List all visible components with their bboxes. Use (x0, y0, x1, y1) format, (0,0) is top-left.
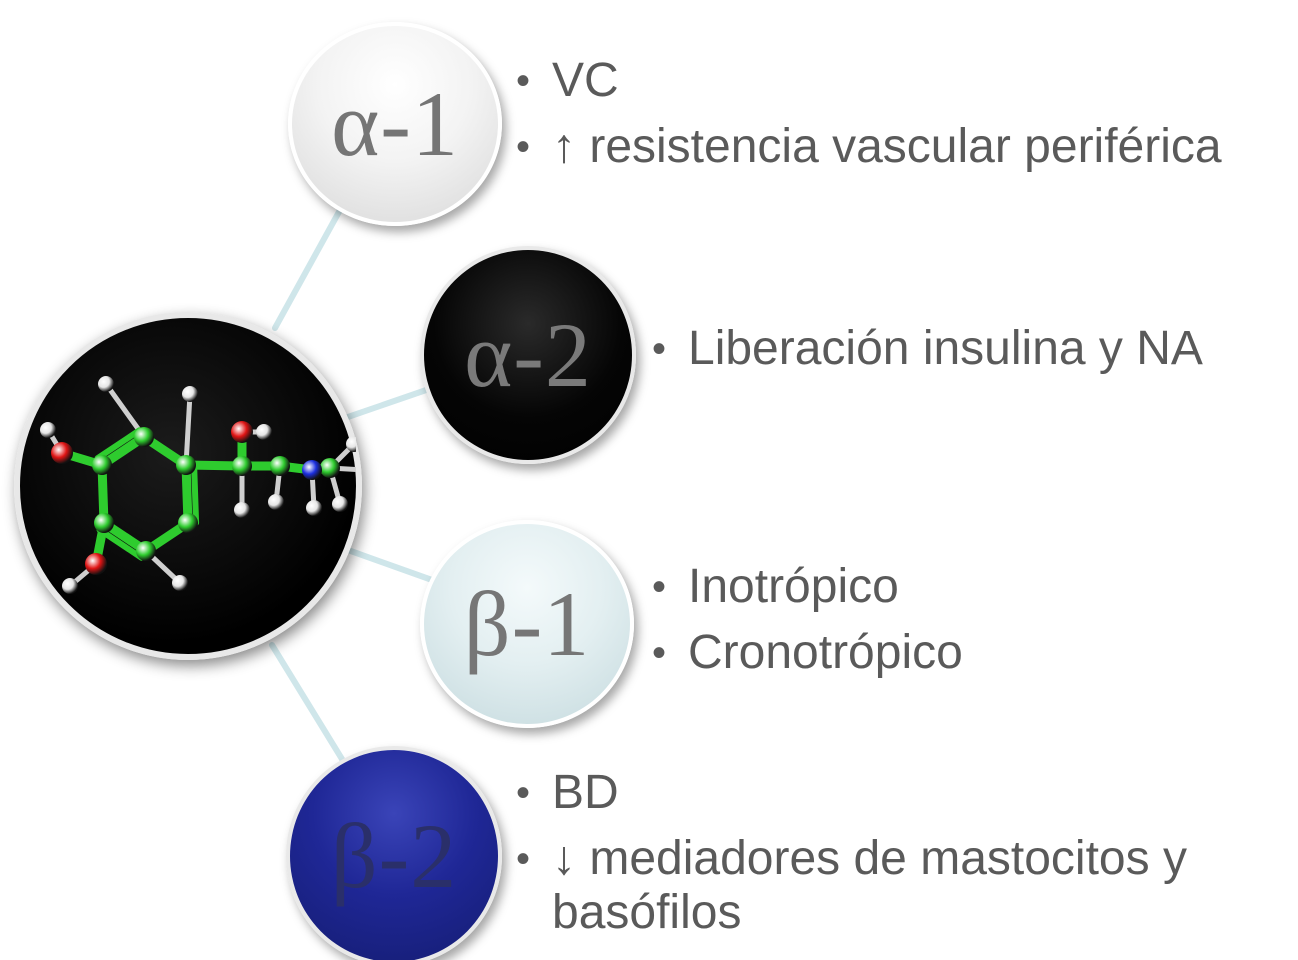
hydrogen-atom (234, 502, 250, 518)
hydrogen-atom (182, 386, 198, 402)
effect-item: Inotrópico (652, 560, 1292, 614)
hydrogen-atom (346, 436, 356, 452)
carbon-atom (232, 456, 252, 476)
molecule-bond (191, 461, 200, 526)
oxygen-atom (51, 442, 73, 464)
carbon-atom (270, 456, 290, 476)
receptor-label-alpha-2: α-2 (464, 304, 592, 406)
oxygen-atom (85, 553, 107, 575)
oxygen-atom (231, 421, 253, 443)
receptor-label-beta-1: β-1 (463, 573, 591, 675)
connector-alpha-1 (272, 207, 343, 331)
carbon-atom (178, 513, 198, 533)
receptor-node-beta-1: β-1 (420, 520, 634, 728)
carbon-atom (136, 541, 156, 561)
hydrogen-atom (98, 376, 114, 392)
carbon-atom (92, 455, 112, 475)
connector-beta-1 (345, 547, 435, 583)
hydrogen-atom (62, 578, 78, 594)
carbon-atom (320, 458, 340, 478)
effect-item: Liberación insulina y NA (652, 322, 1292, 376)
hydrogen-atom (172, 575, 188, 591)
receptor-node-beta-2: β-2 (286, 746, 502, 960)
hydrogen-atom (306, 500, 322, 516)
connector-beta-2 (269, 642, 348, 767)
nitrogen-atom (302, 460, 322, 480)
molecule-bond (96, 526, 145, 561)
effect-item: BD (516, 766, 1286, 820)
carbon-atom (94, 513, 114, 533)
receptor-label-beta-2: β-2 (330, 805, 458, 907)
connector-alpha-2 (342, 385, 435, 421)
effect-item: VC (516, 54, 1298, 108)
molecule-bond (183, 391, 193, 468)
effect-item: ↓ mediadores de mastocitos y basófilos (516, 832, 1286, 940)
hydrogen-atom (40, 422, 56, 438)
effects-list-alpha-1: VC ↑ resistencia vascular periférica (516, 54, 1298, 186)
carbon-atom (176, 455, 196, 475)
hydrogen-atom (268, 494, 284, 510)
receptor-node-alpha-2: α-2 (420, 246, 636, 464)
effects-list-beta-1: Inotrópico Cronotrópico (652, 560, 1292, 692)
hydrogen-atom (332, 496, 348, 512)
effects-list-beta-2: BD ↓ mediadores de mastocitos y basófilo… (516, 766, 1286, 951)
receptor-label-alpha-1: α-1 (331, 73, 459, 175)
molecule-icon (40, 376, 356, 594)
receptor-node-alpha-1: α-1 (288, 22, 502, 226)
effect-item: ↑ resistencia vascular periférica (516, 120, 1298, 174)
molecule-atoms (40, 376, 356, 594)
molecule-node (14, 312, 362, 660)
hydrogen-atom (256, 424, 272, 440)
effects-list-alpha-2: Liberación insulina y NA (652, 322, 1292, 388)
effect-item: Cronotrópico (652, 626, 1292, 680)
carbon-atom (134, 427, 154, 447)
molecule-bond (94, 427, 143, 462)
